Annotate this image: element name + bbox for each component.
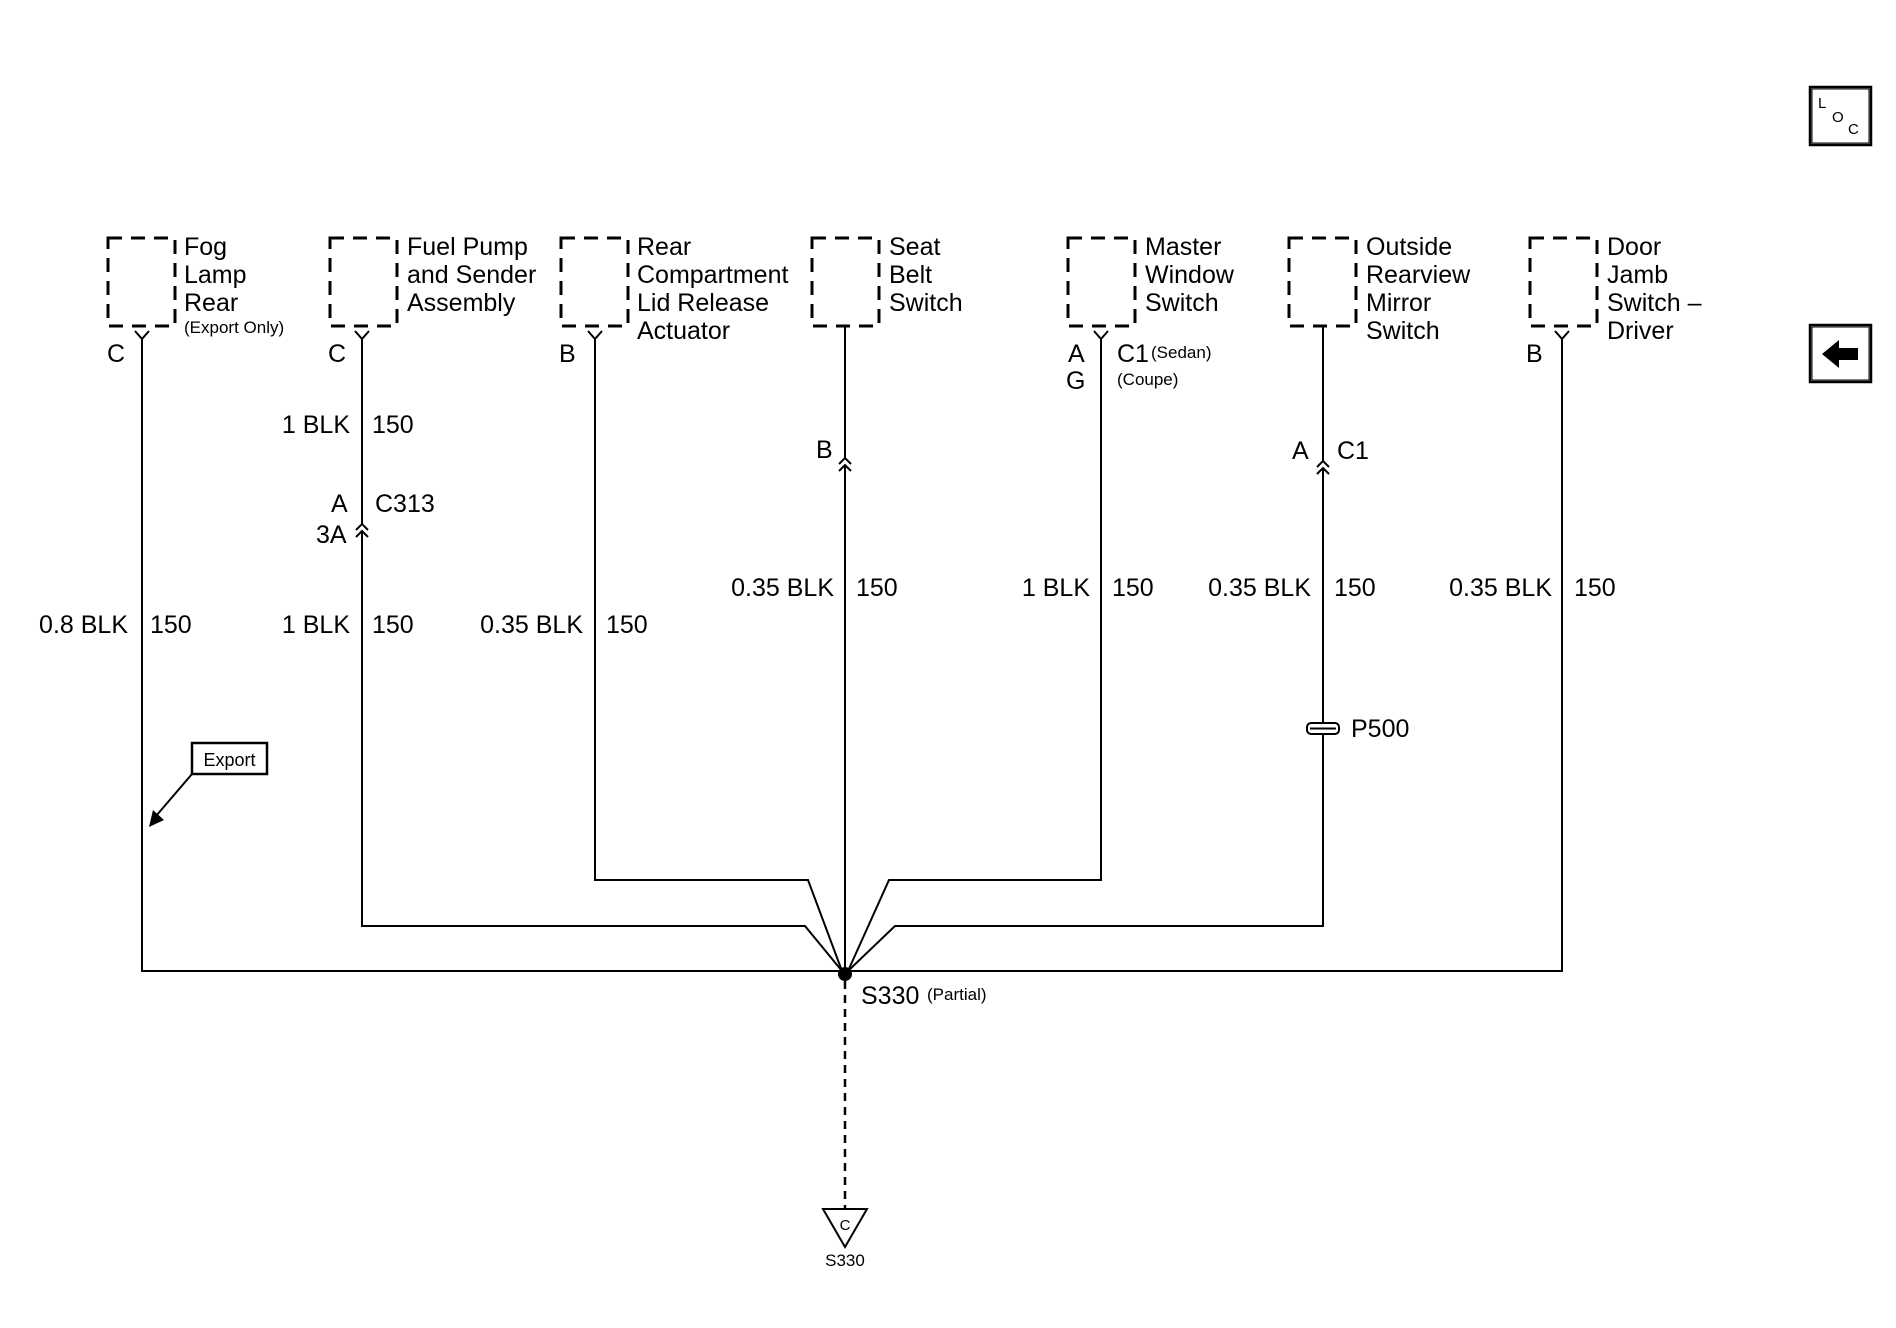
p500-label: P500 [1351, 715, 1409, 743]
export-arrow-line [155, 773, 193, 817]
ground-ref-triangle-icon [821, 1208, 869, 1249]
left-arrow-icon [1822, 340, 1858, 368]
door-jamb-box [1528, 236, 1599, 328]
door-jamb-pin: B [1526, 340, 1543, 368]
loc-button[interactable]: L O C [1808, 85, 1873, 147]
fog-wire-circuit: 150 [150, 611, 192, 639]
mirror-connector-icon-2 [1316, 466, 1330, 475]
c313-connector-icon-2 [355, 529, 369, 538]
rear-comp-gauge: 0.35 BLK [480, 611, 583, 639]
fog-lamp-label: Fog Lamp Rear [184, 233, 254, 317]
door-jamb-label: Door Jamb Switch – Driver [1607, 233, 1708, 345]
master-window-box [1066, 236, 1137, 328]
loc-letter-l: L [1818, 95, 1826, 112]
mirror-c1-pin: A [1292, 437, 1309, 465]
master-window-terminal-icon [1093, 330, 1109, 341]
rear-compartment-box [559, 236, 630, 328]
ground-ref-letter: C [840, 1217, 851, 1234]
fog-lamp-box [106, 236, 177, 328]
fog-lamp-note: (Export Only) [184, 318, 284, 337]
fog-wire [141, 339, 842, 972]
fuel-upper-circuit: 150 [372, 411, 414, 439]
door-jamb-gauge: 0.35 BLK [1449, 574, 1552, 602]
fuel-pump-label: Fuel Pump and Sender Assembly [407, 233, 543, 317]
loc-letter-o: O [1832, 109, 1844, 126]
rear-comp-terminal-icon [587, 330, 603, 341]
c313-pin-a: A [331, 490, 348, 518]
seat-belt-box [810, 236, 881, 328]
export-tag-box [190, 741, 269, 776]
mirror-wire-lower [847, 469, 1324, 972]
c313-connector-icon [355, 522, 369, 531]
rear-comp-wire [594, 339, 843, 972]
loc-letter-c: C [1848, 121, 1859, 138]
door-jamb-terminal-icon [1554, 330, 1570, 341]
fog-terminal-icon [134, 330, 150, 341]
master-window-circuit: 150 [1112, 574, 1154, 602]
c313-label: C313 [375, 490, 435, 518]
splice-label: S330 [861, 982, 919, 1010]
master-window-wire [847, 339, 1102, 972]
fuel-wire-lower [361, 532, 843, 972]
seat-belt-connector-icon-2 [838, 463, 852, 472]
door-jamb-wire [848, 339, 1563, 972]
master-window-pin-coupe: G [1066, 367, 1085, 395]
rear-compartment-label: Rear Compartment Lid Release Actuator [637, 233, 795, 345]
seat-belt-gauge: 0.35 BLK [731, 574, 834, 602]
mirror-c1-label: C1 [1337, 437, 1369, 465]
master-window-gauge: 1 BLK [1022, 574, 1090, 602]
fuel-upper-gauge: 1 BLK [282, 411, 350, 439]
master-window-coupe-note: (Coupe) [1117, 370, 1178, 389]
fuel-lower-circuit: 150 [372, 611, 414, 639]
master-window-label: Master Window Switch [1145, 233, 1241, 317]
master-window-connector: C1 [1117, 340, 1149, 368]
seat-belt-circuit: 150 [856, 574, 898, 602]
mirror-circuit: 150 [1334, 574, 1376, 602]
seat-belt-label: Seat Belt Switch [889, 233, 963, 317]
fog-pin: C [107, 340, 125, 368]
outside-mirror-box [1287, 236, 1358, 328]
master-window-sedan-note: (Sedan) [1151, 343, 1211, 362]
back-button[interactable] [1808, 323, 1873, 384]
export-tag-label: Export [203, 750, 255, 770]
fog-wire-gauge: 0.8 BLK [39, 611, 128, 639]
p500-symbol-icon [1306, 722, 1340, 735]
mirror-connector-icon [1316, 459, 1330, 468]
export-arrow-icon [149, 810, 164, 827]
rear-comp-pin: B [559, 340, 576, 368]
master-window-pin-sedan: A [1068, 340, 1085, 368]
rear-comp-circuit: 150 [606, 611, 648, 639]
c313-pin-3a: 3A [316, 521, 347, 549]
fuel-terminal-icon [354, 330, 370, 341]
fuel-pump-box [328, 236, 399, 328]
splice-note: (Partial) [927, 985, 987, 1004]
fuel-pin: C [328, 340, 346, 368]
door-jamb-circuit: 150 [1574, 574, 1616, 602]
splice-dot [838, 967, 852, 981]
ground-ref-label: S330 [825, 1251, 865, 1270]
seat-belt-connector-icon [838, 456, 852, 465]
mirror-gauge: 0.35 BLK [1208, 574, 1311, 602]
fuel-lower-gauge: 1 BLK [282, 611, 350, 639]
outside-mirror-label: Outside Rearview Mirror Switch [1366, 233, 1477, 345]
seat-belt-pin: B [816, 436, 833, 464]
